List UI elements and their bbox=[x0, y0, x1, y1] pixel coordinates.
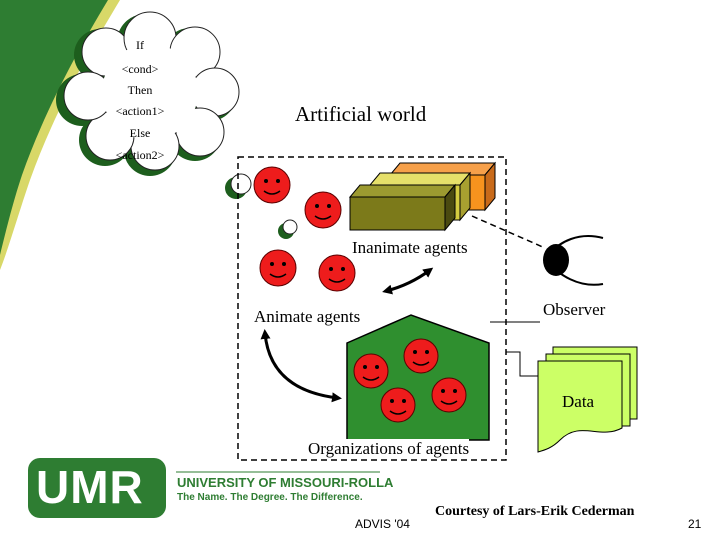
animate-faces bbox=[253, 166, 356, 292]
course-label: ADVIS '04 bbox=[355, 517, 410, 531]
data-documents-icon bbox=[537, 346, 638, 453]
organizations-label: Organizations of agents bbox=[308, 439, 470, 459]
thought-if: If bbox=[136, 38, 144, 52]
thought-else: Else bbox=[129, 126, 151, 140]
observer-sightline bbox=[471, 215, 546, 249]
thought-then: Then bbox=[127, 83, 153, 97]
university-tagline: The Name. The Degree. The Difference. bbox=[177, 492, 363, 503]
university-name: UNIVERSITY OF MISSOURI-ROLLA bbox=[177, 475, 394, 490]
umr-logo-text: UMR bbox=[36, 461, 144, 513]
page-number: 21 bbox=[688, 517, 702, 531]
thought-cloud bbox=[56, 11, 337, 273]
thought-action2: <action2> bbox=[115, 148, 165, 162]
umr-logo bbox=[28, 458, 166, 518]
data-connector bbox=[506, 351, 540, 377]
thought-cond: <cond> bbox=[121, 62, 159, 76]
organization-house bbox=[346, 314, 490, 441]
world-label: Artificial world bbox=[295, 102, 427, 126]
thought-action1: <action1> bbox=[115, 104, 165, 118]
interaction-arrow-top bbox=[382, 267, 434, 295]
animate-label: Animate agents bbox=[254, 307, 361, 326]
credit-text: Courtesy of Lars-Erik Cederman bbox=[435, 504, 635, 519]
interaction-arrow-bottom bbox=[260, 329, 342, 403]
corner-decoration bbox=[0, 0, 120, 270]
observer-eye-icon bbox=[543, 235, 604, 286]
inanimate-boxes bbox=[348, 161, 497, 232]
world-boundary bbox=[237, 156, 507, 461]
observer-label: Observer bbox=[543, 300, 606, 319]
data-label: Data bbox=[562, 392, 595, 411]
inanimate-label: Inanimate agents bbox=[352, 238, 468, 258]
